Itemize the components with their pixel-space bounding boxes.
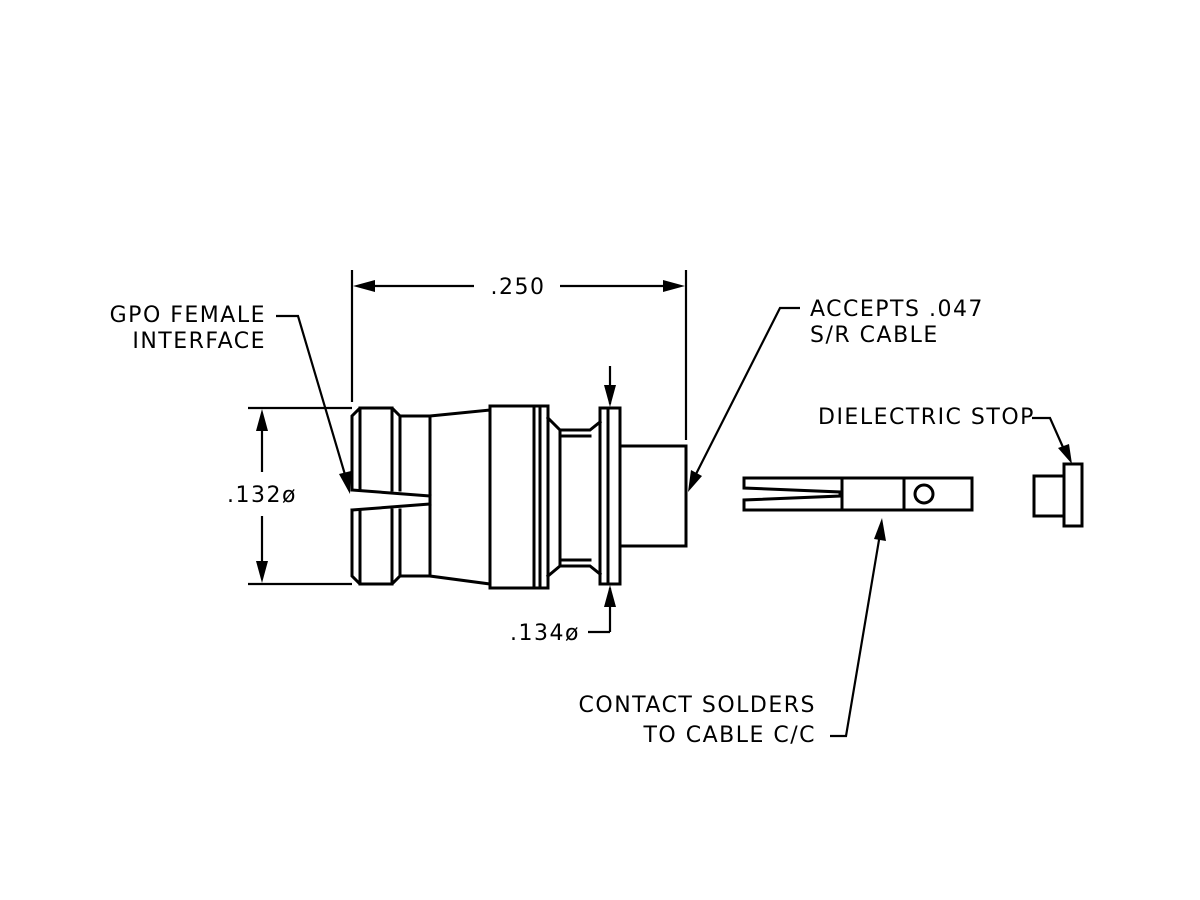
- body-neck: [545, 415, 603, 579]
- flange: [598, 406, 622, 586]
- leader-contact-solders: CONTACT SOLDERS TO CABLE C/C: [579, 518, 886, 748]
- label-gpo-line2: INTERFACE: [132, 329, 266, 354]
- main-body: [488, 404, 550, 590]
- dielectric-stop-part: [1032, 462, 1084, 528]
- label-accepts-line2: S/R CABLE: [810, 323, 939, 348]
- label-contact-line2: TO CABLE C/C: [642, 723, 816, 748]
- label-accepts-line1: ACCEPTS .047: [810, 297, 984, 322]
- dimension-flange-diameter-label: .134ø: [510, 621, 580, 646]
- dimension-length-label: .250: [491, 275, 546, 300]
- connector-body: [350, 404, 688, 590]
- center-contact: [742, 476, 974, 512]
- leader-gpo-interface: GPO FEMALE INTERFACE: [110, 303, 351, 494]
- dimension-flange-diameter: .134ø: [510, 366, 616, 646]
- dimension-interface-diameter-label: .132ø: [227, 483, 297, 508]
- gpo-female-interface: [350, 406, 432, 586]
- leader-dielectric-stop: DIELECTRIC STOP: [818, 405, 1072, 464]
- label-contact-line1: CONTACT SOLDERS: [579, 693, 816, 718]
- label-gpo-line1: GPO FEMALE: [110, 303, 266, 328]
- leader-accepts-cable: ACCEPTS .047 S/R CABLE: [688, 297, 984, 492]
- dimension-length: .250: [350, 270, 688, 440]
- dimension-interface-diameter: .132ø: [227, 406, 352, 586]
- body-taper: [428, 408, 492, 586]
- rear-barrel: [618, 444, 688, 548]
- label-dielectric-stop: DIELECTRIC STOP: [818, 405, 1035, 430]
